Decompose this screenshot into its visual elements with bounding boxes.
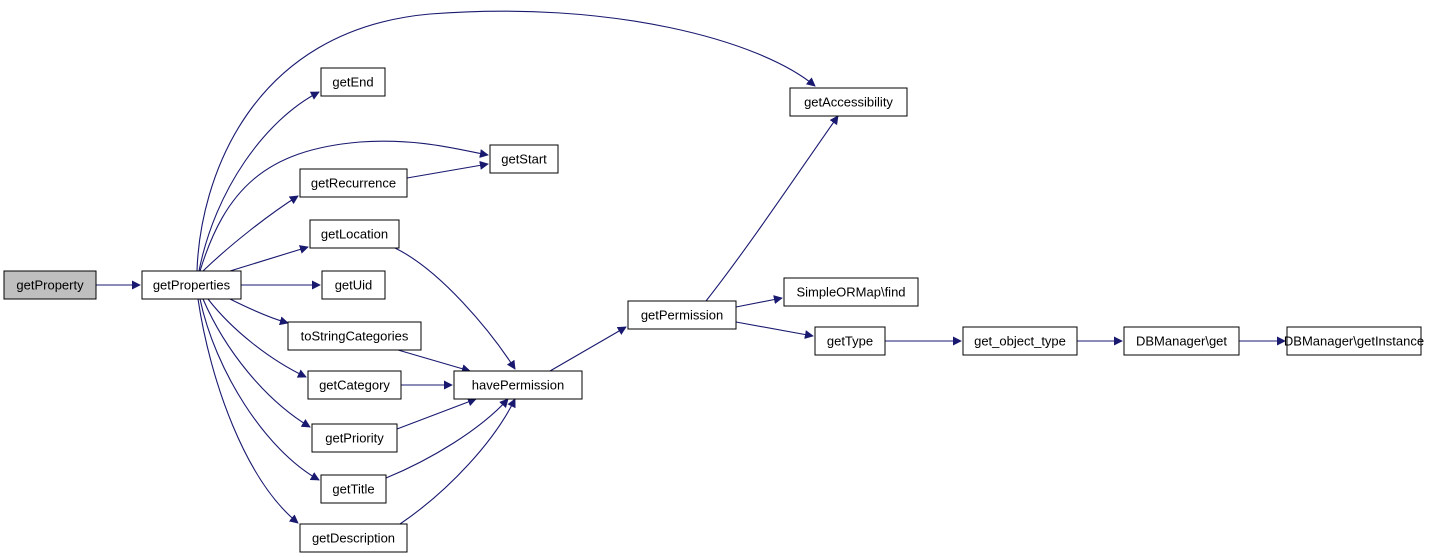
node-box bbox=[320, 67, 386, 97]
node-getDescription[interactable]: getDescription bbox=[299, 523, 408, 553]
node-get_object_type[interactable]: get_object_type bbox=[962, 326, 1078, 356]
node-box bbox=[489, 144, 559, 174]
node-label: havePermission bbox=[472, 378, 565, 393]
node-dbManagerGet[interactable]: DBManager\get bbox=[1123, 326, 1240, 356]
node-label: getCategory bbox=[319, 378, 390, 393]
edge-getProperties-to-getDescription bbox=[197, 298, 299, 524]
edge-getRecurrence-to-getStart bbox=[406, 160, 489, 179]
edge-getProperties-to-toStringCategories bbox=[229, 298, 289, 326]
edge-getProperties-to-getStart bbox=[199, 140, 489, 272]
node-label: getLocation bbox=[321, 227, 388, 242]
node-getRecurrence[interactable]: getRecurrence bbox=[299, 168, 408, 198]
node-label: getType bbox=[827, 334, 873, 349]
node-label: getProperties bbox=[153, 278, 231, 293]
node-label: getProperty bbox=[16, 278, 84, 293]
node-box bbox=[321, 270, 386, 300]
node-getLocation[interactable]: getLocation bbox=[309, 219, 400, 249]
node-getCategory[interactable]: getCategory bbox=[307, 370, 402, 400]
edge-getProperties-to-getTitle bbox=[199, 298, 320, 481]
node-box bbox=[141, 270, 242, 300]
edge-getProperties-to-getRecurrence bbox=[202, 195, 299, 272]
node-box bbox=[299, 168, 408, 198]
node-getProperty[interactable]: getProperty bbox=[3, 270, 97, 300]
node-havePermission[interactable]: havePermission bbox=[453, 370, 583, 400]
node-label: SimpleORMap\find bbox=[796, 285, 905, 300]
node-getPermission[interactable]: getPermission bbox=[627, 300, 737, 330]
node-getProperties[interactable]: getProperties bbox=[141, 270, 242, 300]
node-label: getAccessibility bbox=[804, 95, 893, 110]
edge-getProperties-to-getCategory bbox=[207, 298, 307, 378]
node-label: getPermission bbox=[641, 308, 723, 323]
node-box bbox=[789, 87, 908, 117]
node-box bbox=[287, 321, 422, 351]
node-toStringCategories[interactable]: toStringCategories bbox=[287, 321, 422, 351]
node-box bbox=[309, 219, 400, 249]
edge-getPermission-to-getAccessibility bbox=[705, 115, 839, 302]
edge-getProperties-to-getLocation bbox=[229, 245, 309, 272]
node-box bbox=[3, 270, 97, 300]
node-label: getDescription bbox=[312, 531, 395, 546]
edge-getLocation-to-havePermission bbox=[394, 247, 516, 370]
node-getAccessibility[interactable]: getAccessibility bbox=[789, 87, 908, 117]
node-box bbox=[299, 523, 408, 553]
edge-havePermission-to-getPermission bbox=[549, 326, 627, 372]
edge-getPriority-to-havePermission bbox=[396, 397, 477, 430]
node-label: DBManager\getInstance bbox=[1284, 334, 1424, 349]
edge-toStringCategories-to-havePermission bbox=[397, 349, 471, 374]
node-simpleORMapFind[interactable]: SimpleORMap\find bbox=[783, 277, 919, 307]
edge-getProperties-to-getAccessibility bbox=[196, 10, 816, 272]
node-label: getUid bbox=[335, 278, 373, 293]
edge-getDescription-to-havePermission bbox=[399, 398, 516, 525]
node-box bbox=[453, 370, 583, 400]
edge-getProperties-to-getEnd bbox=[198, 91, 320, 272]
node-dbManagerGetInstance[interactable]: DBManager\getInstance bbox=[1284, 326, 1424, 356]
node-getEnd[interactable]: getEnd bbox=[320, 67, 386, 97]
node-label: get_object_type bbox=[974, 334, 1066, 349]
node-label: getPriority bbox=[325, 431, 384, 446]
node-box bbox=[311, 423, 398, 453]
node-getType[interactable]: getType bbox=[814, 326, 886, 356]
edge-getTitle-to-havePermission bbox=[385, 398, 509, 479]
node-getPriority[interactable]: getPriority bbox=[311, 423, 398, 453]
node-label: getEnd bbox=[332, 75, 373, 90]
node-getUid[interactable]: getUid bbox=[321, 270, 386, 300]
node-getStart[interactable]: getStart bbox=[489, 144, 559, 174]
edge-getPermission-to-getType bbox=[735, 321, 814, 339]
node-getTitle[interactable]: getTitle bbox=[320, 474, 387, 504]
node-box bbox=[1123, 326, 1240, 356]
node-box bbox=[627, 300, 737, 330]
node-box bbox=[962, 326, 1078, 356]
node-label: toStringCategories bbox=[301, 329, 409, 344]
node-box bbox=[814, 326, 886, 356]
node-label: getTitle bbox=[332, 482, 374, 497]
node-label: DBManager\get bbox=[1136, 334, 1227, 349]
node-box bbox=[783, 277, 919, 307]
node-box bbox=[307, 370, 402, 400]
edge-getPermission-to-simpleORMapFind bbox=[735, 295, 783, 308]
node-box bbox=[320, 474, 387, 504]
node-label: getStart bbox=[501, 152, 547, 167]
node-box bbox=[1286, 326, 1422, 356]
edge-getProperties-to-getPriority bbox=[202, 298, 311, 428]
node-label: getRecurrence bbox=[311, 176, 396, 191]
